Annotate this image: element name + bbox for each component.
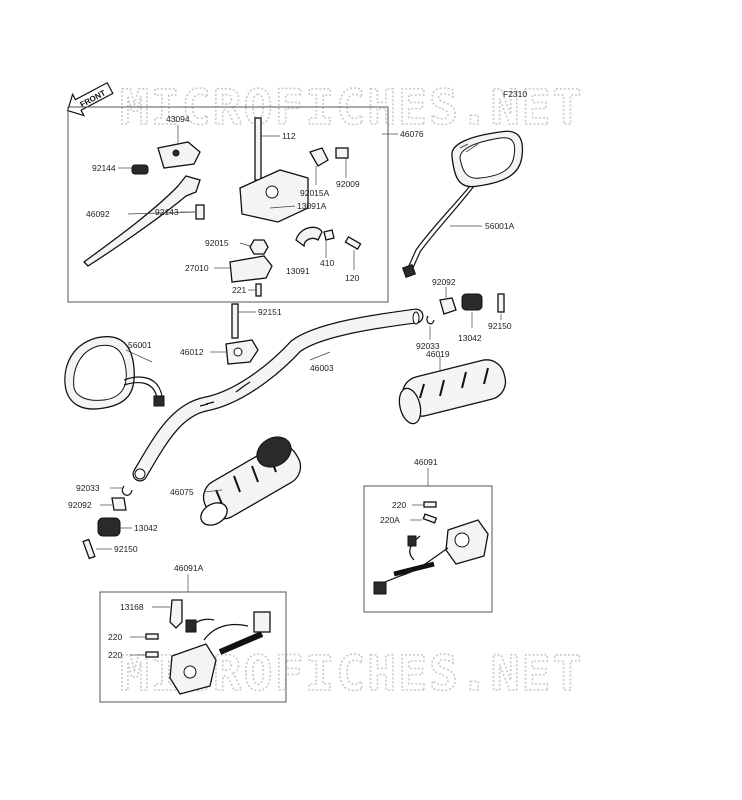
handlebar-46003 <box>132 308 424 482</box>
bracket-13168 <box>169 599 183 629</box>
screw-220A-46091 <box>422 513 438 524</box>
label-13042-left: 13042 <box>134 523 158 533</box>
mirror-56001 <box>64 336 165 410</box>
weight-13042-right <box>461 293 483 311</box>
switch-27010 <box>229 255 273 283</box>
spring-92144 <box>131 164 149 175</box>
weight-cap-92092-left <box>111 497 127 511</box>
clamp-13091 <box>295 226 323 248</box>
label-56001A: 56001A <box>485 221 515 231</box>
bolt-92009 <box>335 147 349 159</box>
label-92092-left: 92092 <box>68 500 92 510</box>
label-92009: 92009 <box>336 179 360 189</box>
bolt-120 <box>344 236 362 250</box>
figure-code: F2310 <box>503 89 527 99</box>
screw-220-46091A-top <box>145 633 159 640</box>
grip-46075 <box>200 436 302 526</box>
bolt-92151 <box>231 303 239 339</box>
label-220-46091A-top: 220 <box>108 632 122 642</box>
screw-220-46091 <box>423 501 437 508</box>
label-120: 120 <box>345 273 359 283</box>
nut-92015 <box>249 239 269 255</box>
pin-92143 <box>195 204 205 220</box>
screw-221 <box>255 283 262 297</box>
label-92150-left: 92150 <box>114 544 138 554</box>
watermark-top: MICROFICHES.NET <box>120 80 583 136</box>
label-220A-46091: 220A <box>380 515 400 525</box>
label-46091A: 46091A <box>174 563 204 573</box>
clutch-lever-46092 <box>83 175 201 267</box>
label-46075: 46075 <box>170 487 194 497</box>
mirror-56001A <box>401 130 524 279</box>
label-13042-right: 13042 <box>458 333 482 343</box>
label-92015A: 92015A <box>300 188 330 198</box>
label-46076: 46076 <box>400 129 424 139</box>
label-112: 112 <box>282 131 296 141</box>
label-92151: 92151 <box>258 307 282 317</box>
bracket-92015A <box>309 147 329 167</box>
lever-perch-43094 <box>157 141 201 169</box>
label-92144: 92144 <box>92 163 116 173</box>
label-220-46091: 220 <box>392 500 406 510</box>
assembly-box-46076 <box>67 106 389 303</box>
screw-92150-right <box>497 293 505 313</box>
switch-housing-46091 <box>373 519 489 595</box>
label-46019: 46019 <box>426 349 450 359</box>
label-27010: 27010 <box>185 263 209 273</box>
label-56001: 56001 <box>128 340 152 350</box>
label-92143: 92143 <box>155 207 179 217</box>
label-220-46091A-bottom: 220 <box>108 650 122 660</box>
clip-92033-right <box>426 315 435 325</box>
label-92092-right: 92092 <box>432 277 456 287</box>
label-410: 410 <box>320 258 334 268</box>
clip-92033-left <box>121 485 133 496</box>
label-221: 221 <box>232 285 246 295</box>
screw-220-46091A-bottom <box>145 651 159 658</box>
washer-410 <box>323 229 335 241</box>
label-92015: 92015 <box>205 238 229 248</box>
bolt-112 <box>254 117 262 181</box>
screw-92150-left <box>82 538 96 560</box>
label-92033-left: 92033 <box>76 483 100 493</box>
label-13091: 13091 <box>286 266 310 276</box>
label-13168: 13168 <box>120 602 144 612</box>
label-92033-right: 92033 <box>416 341 440 351</box>
label-46091: 46091 <box>414 457 438 467</box>
label-13091A: 13091A <box>297 201 327 211</box>
weight-13042-left <box>97 517 121 537</box>
label-92150-right: 92150 <box>488 321 512 331</box>
weight-cap-92092-right <box>439 297 457 315</box>
front-arrow-icon: FRONT <box>66 81 114 117</box>
label-46012: 46012 <box>180 347 204 357</box>
label-46092: 46092 <box>86 209 110 219</box>
switch-housing-46091A <box>169 611 271 695</box>
grip-46019 <box>398 359 507 425</box>
label-43094: 43094 <box>166 114 190 124</box>
label-46003: 46003 <box>310 363 334 373</box>
assembly-box-46091A <box>99 591 287 703</box>
